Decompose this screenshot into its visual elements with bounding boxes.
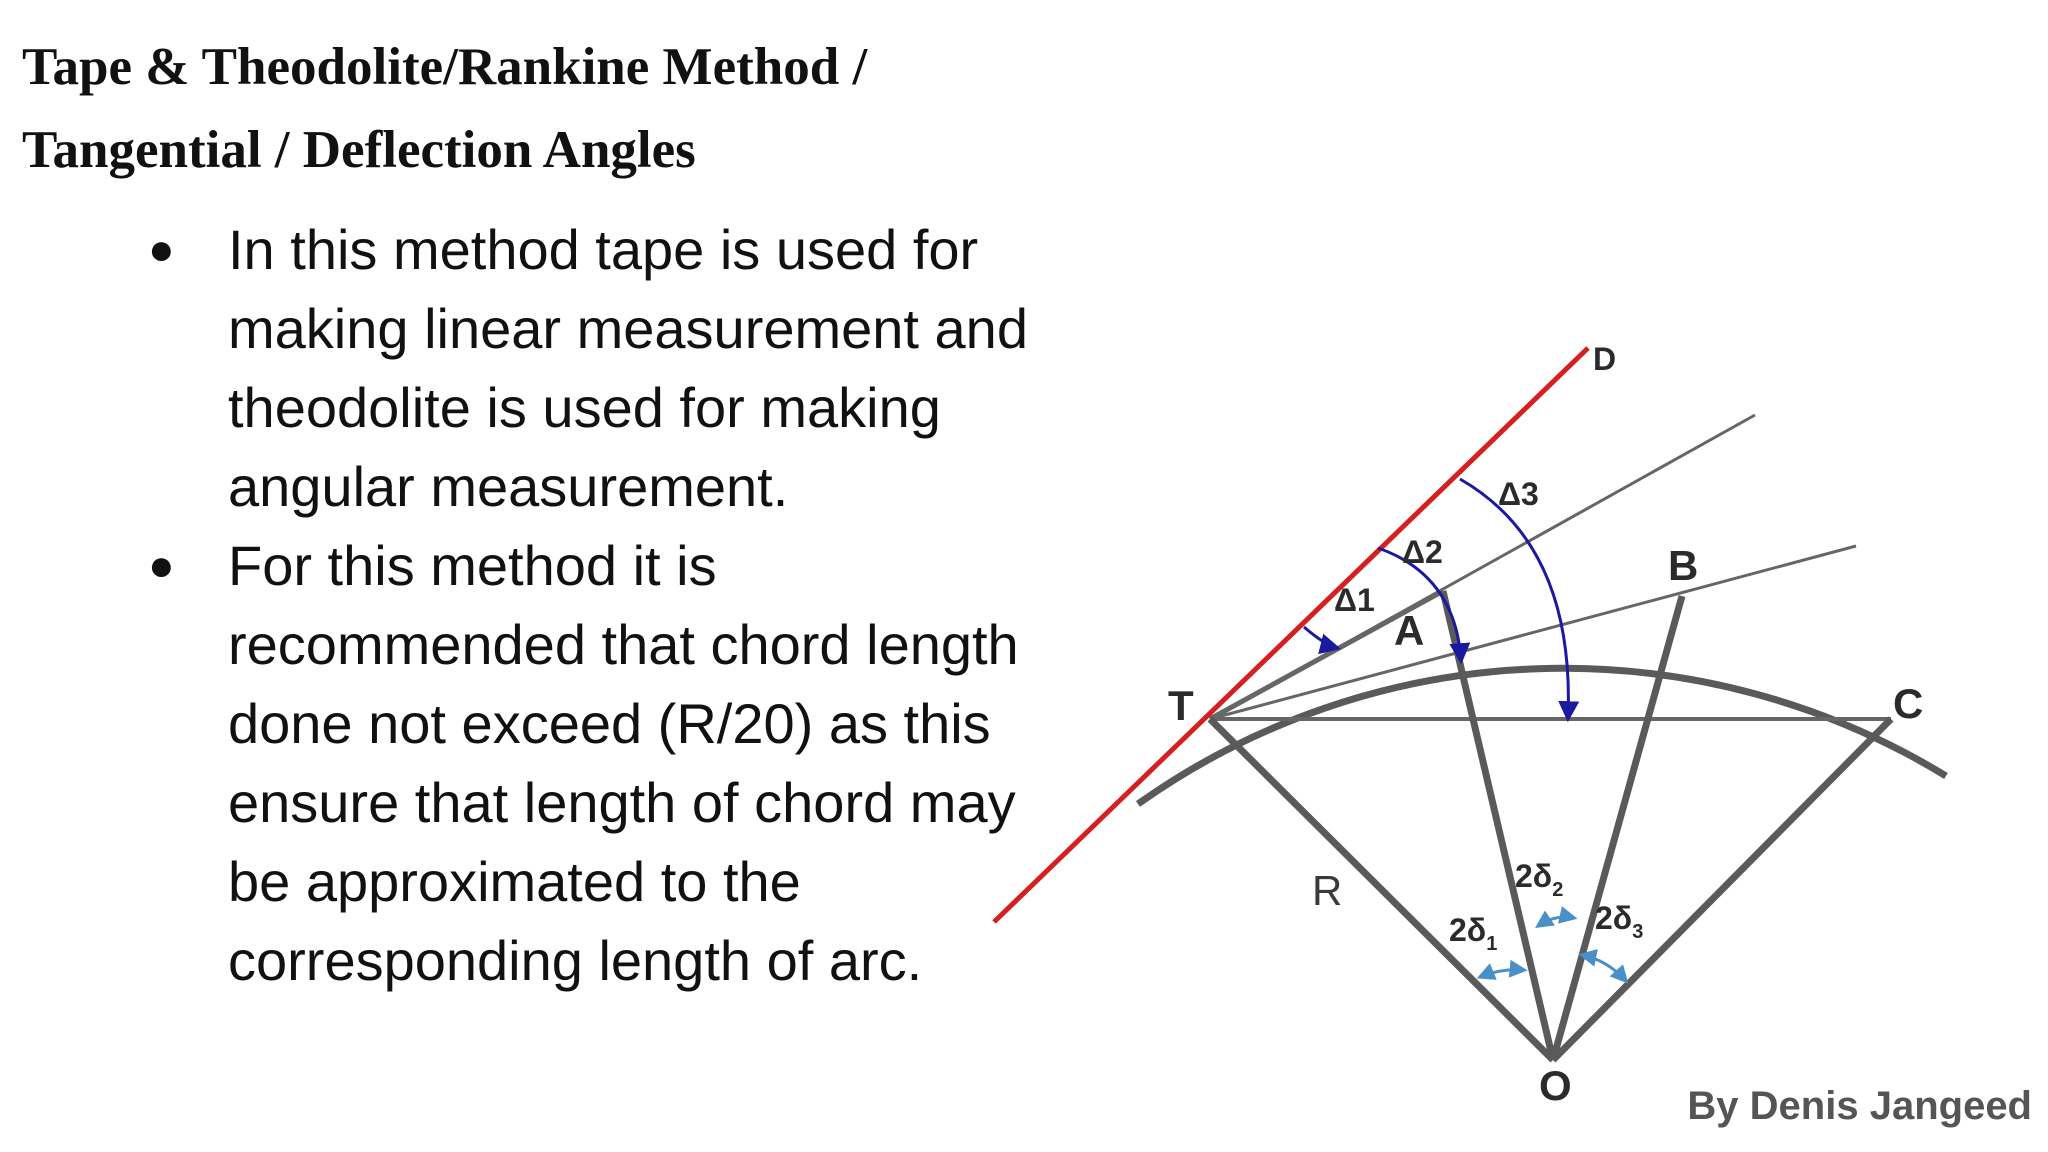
- tangent-line-td: [992, 346, 1590, 924]
- central-arrow-2: [1535, 906, 1578, 928]
- bullet-2-line-5: be approximated to the: [228, 850, 801, 913]
- point-label-o: O: [1539, 1062, 1572, 1109]
- radius-o-to-a: [1439, 590, 1557, 1061]
- central-angle-1-main: 2δ: [1449, 912, 1486, 948]
- deflection-arrow-3: [1459, 477, 1580, 723]
- bullet-dot: ●: [148, 541, 175, 590]
- point-label-c: C: [1893, 680, 1923, 727]
- central-angle-label-1: 2δ1: [1449, 912, 1497, 955]
- bullet-list: ● In this method tape is used for making…: [140, 210, 1080, 1000]
- sight-line-3: [1209, 544, 1857, 721]
- radius-o-to-c: [1550, 716, 1894, 1063]
- slide-title-line-2: Tangential / Deflection Angles: [22, 121, 696, 179]
- bullet-dot: ●: [148, 225, 175, 274]
- deflection-label-3: Δ3: [1498, 476, 1539, 512]
- central-angle-label-2: 2δ2: [1515, 858, 1563, 901]
- bullet-1-line-2: making linear measurement and: [228, 297, 1028, 360]
- bullet-item-1: ● In this method tape is used for making…: [140, 210, 1080, 526]
- bullet-item-2: ● For this method it is recommended that…: [140, 526, 1080, 1000]
- deflection-arrow-2: [1377, 546, 1471, 665]
- deflection-label-2: Δ2: [1402, 534, 1443, 570]
- deflection-label-1: Δ1: [1334, 582, 1375, 618]
- central-angle-2-main: 2δ: [1515, 858, 1552, 894]
- point-label-a: A: [1394, 607, 1424, 654]
- radius-o-to-b: [1549, 595, 1686, 1061]
- sight-line-2: [1209, 413, 1756, 721]
- point-label-d: D: [1593, 341, 1616, 377]
- point-label-b: B: [1668, 542, 1698, 589]
- central-angle-3-main: 2δ: [1595, 900, 1632, 936]
- bullet-1-line-4: angular measurement.: [228, 455, 789, 518]
- bullet-2-line-6: corresponding length of arc.: [228, 929, 923, 992]
- bullet-2-line-2: recommended that chord length: [228, 613, 1019, 676]
- point-label-t: T: [1168, 682, 1194, 729]
- bullet-2-line-1: For this method it is: [228, 534, 717, 597]
- central-angle-2-sub: 2: [1552, 879, 1563, 901]
- central-angle-3-sub: 3: [1632, 921, 1643, 943]
- slide-title-line-1: Tape & Theodolite/Rankine Method /: [22, 38, 868, 96]
- bullet-2-line-3: done not exceed (R/20) as this: [228, 692, 991, 755]
- central-angle-1-sub: 1: [1486, 933, 1497, 955]
- central-arrow-3: [1578, 949, 1629, 984]
- radius-label: R: [1312, 867, 1342, 914]
- bullet-1-line-1: In this method tape is used for: [228, 218, 979, 281]
- radius-o-to-t: [1207, 716, 1556, 1063]
- bullet-2-line-4: ensure that length of chord may: [228, 771, 1016, 834]
- bullet-1-line-3: theodolite is used for making: [228, 376, 941, 439]
- central-arrow-1: [1476, 959, 1528, 980]
- slide-title: Tape & Theodolite/Rankine Method / Tange…: [22, 26, 1072, 192]
- deflection-arrow-1: [1303, 625, 1342, 655]
- central-angle-label-3: 2δ3: [1595, 900, 1643, 943]
- author-credit: By Denis Jangeed: [1687, 1084, 2032, 1128]
